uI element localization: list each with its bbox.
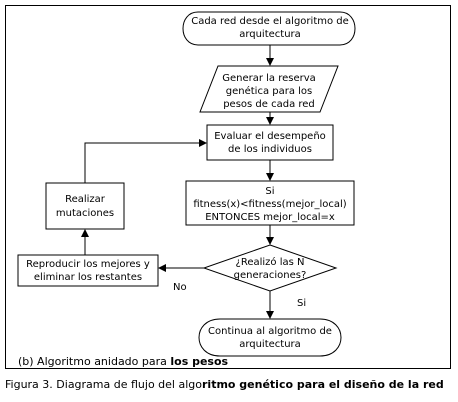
start-line-1: Cada red desde el algoritmo de — [191, 16, 349, 27]
evaluate-process: Evaluar el desempeño de los individuos — [206, 124, 334, 161]
start-shape — [182, 11, 356, 46]
subfigure-caption-bold: los pesos — [170, 355, 229, 368]
reproduce-shape — [17, 254, 159, 287]
generate-data-node: Generar la reserva genética para los pes… — [199, 65, 339, 113]
generate-shape — [199, 65, 339, 113]
figure-caption-bold: ritmo genético para el diseño de la red — [202, 378, 444, 391]
decision-line-1: ¿Realizó las N — [236, 256, 305, 268]
reproduce-line-2: eliminar los restantes — [34, 272, 142, 283]
edge-label-no: No — [173, 282, 187, 293]
condition-line-2: fitness(x)<fitness(mejor_local) — [193, 199, 346, 210]
condition-line-1: Si — [265, 186, 274, 197]
generate-line-1: Generar la reserva — [222, 73, 316, 84]
decision-shape — [202, 244, 338, 292]
decision-diamond: ¿Realizó las N generaciones? — [202, 244, 338, 292]
reproduce-line-1: Reproducir los mejores y — [26, 259, 150, 270]
condition-shape — [185, 180, 355, 226]
condition-line-3: ENTONCES mejor_local=x — [205, 212, 335, 223]
end-terminator: Continua al algoritmo de arquitectura — [198, 318, 342, 357]
mutate-shape — [45, 182, 125, 230]
reproduce-process: Reproducir los mejores y eliminar los re… — [17, 254, 159, 287]
figure-caption: Figura 3. Diagrama de flujo del algoritm… — [5, 378, 444, 391]
generate-line-2: genética para los — [226, 85, 313, 97]
end-line-1: Continua al algoritmo de — [208, 326, 332, 337]
evaluate-line-2: de los individuos — [228, 144, 312, 155]
end-shape — [198, 318, 342, 357]
mutate-line-1: Realizar — [65, 194, 106, 205]
evaluate-shape — [206, 124, 334, 161]
decision-line-2: generaciones? — [234, 270, 307, 281]
evaluate-line-1: Evaluar el desempeño — [214, 131, 326, 142]
edge-label-yes: Si — [297, 298, 306, 309]
subfigure-caption-prefix: (b) Algoritmo anidado para — [18, 355, 171, 368]
figure-caption-prefix: Figura 3. Diagrama de flujo del algo — [5, 378, 202, 391]
generate-line-3: pesos de cada red — [223, 99, 315, 110]
edge-mutate-evaluate — [84, 139, 207, 183]
start-line-2: arquitectura — [239, 29, 301, 40]
subfigure-caption: (b) Algoritmo anidado para los pesos — [18, 355, 228, 368]
end-line-2: arquitectura — [239, 339, 301, 350]
mutate-process: Realizar mutaciones — [45, 182, 125, 230]
start-terminator: Cada red desde el algoritmo de arquitect… — [182, 11, 356, 46]
condition-process: Si fitness(x)<fitness(mejor_local) ENTON… — [185, 180, 355, 226]
figure-frame — [5, 5, 451, 369]
mutate-line-2: mutaciones — [56, 208, 114, 219]
